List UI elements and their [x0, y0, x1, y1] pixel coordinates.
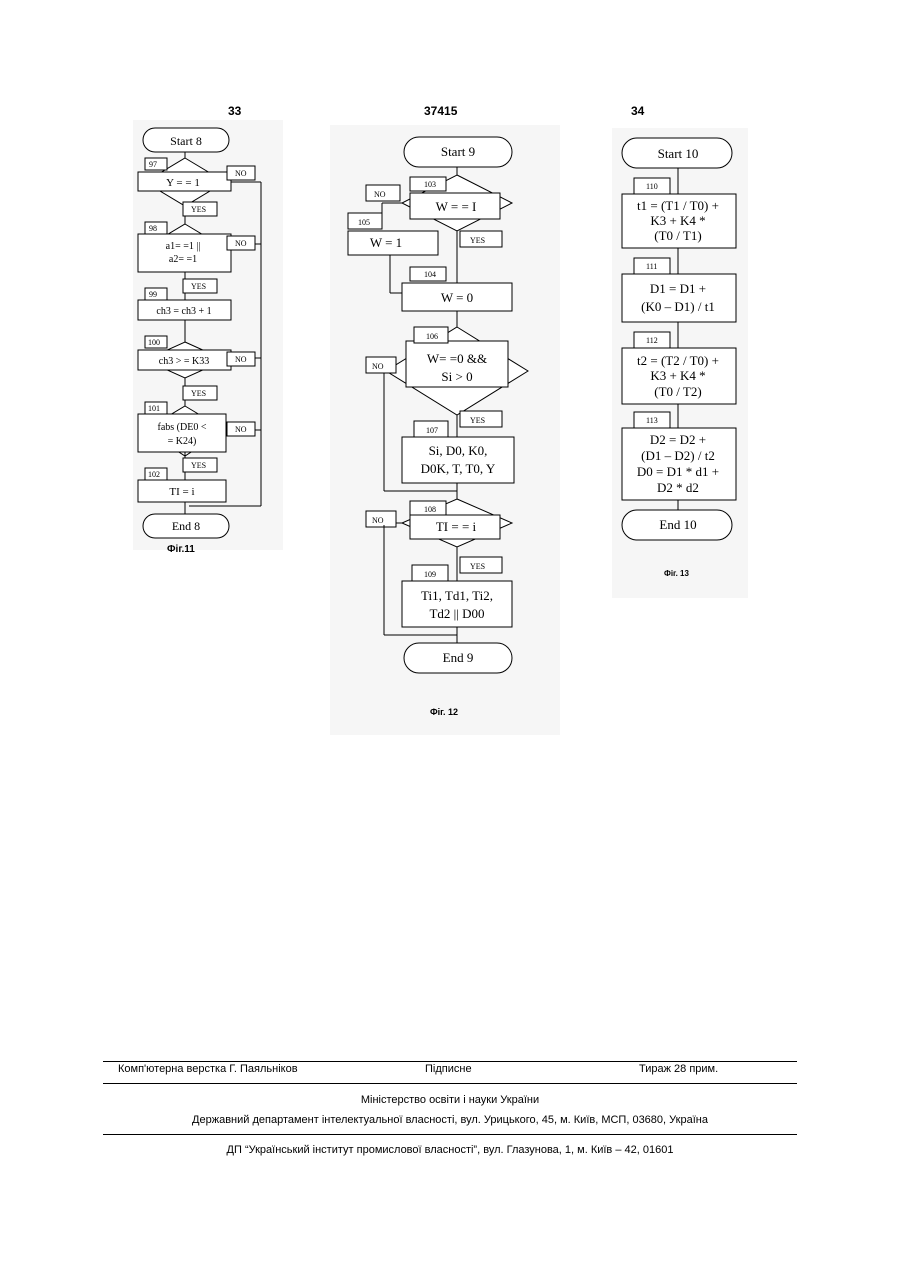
fig11-cond-97: Y = = 1 — [166, 177, 200, 189]
fig11-num-100: 100 — [148, 338, 160, 347]
fig12-cond-103: W = = I — [436, 199, 477, 214]
fig12-no-103: NO — [374, 190, 386, 199]
fig11-cond-98-line1: a1= =1 || — [166, 241, 201, 252]
fig12-cond-106-line1: W= =0 && — [427, 351, 487, 366]
fig11-caption: Фіг.11 — [167, 544, 195, 555]
fig13-start: Start 10 — [658, 146, 699, 161]
fig13-caption: Фіг. 13 — [664, 569, 689, 578]
fig11-end: End 8 — [172, 519, 200, 533]
fig12-no-108: NO — [372, 516, 384, 525]
fig13-proc-111-line1: D1 = D1 + — [650, 281, 706, 296]
fig11-cond-100: ch3 > = K33 — [159, 356, 209, 367]
fig12-proc-107-line1: Si, D0, K0, — [429, 443, 488, 458]
fig12-num-104: 104 — [424, 270, 436, 279]
fig12-proc-109-line2: Td2 || D00 — [429, 606, 484, 621]
fig12-end: End 9 — [443, 650, 474, 665]
footer-rule-top — [103, 1061, 797, 1062]
fig13-proc-110-line1: t1 = (T1 / T0) + — [637, 198, 719, 213]
fig11-yes-101: YES — [191, 461, 206, 470]
fig12-cond-108: TI = = i — [436, 519, 477, 534]
fig11-num-102: 102 — [148, 470, 160, 479]
fig11-num-99: 99 — [149, 290, 157, 299]
fig13-proc-112-line3: (T0 / T2) — [654, 384, 701, 399]
fig11-start: Start 8 — [170, 134, 202, 148]
fig13-proc-113-line2: (D1 – D2) / t2 — [641, 448, 715, 463]
fig11-yes-98: YES — [191, 282, 206, 291]
fig13-proc-112-line2: K3 + K4 * — [650, 368, 705, 383]
fig12-caption: Фіг. 12 — [430, 707, 458, 717]
fig13-proc-113-line3: D0 = D1 * d1 + — [637, 464, 719, 479]
figure-13: Start 10 110 t1 = (T1 / T0) + K3 + K4 * … — [612, 128, 748, 598]
fig12-yes-103: YES — [470, 236, 485, 245]
fig11-num-98: 98 — [149, 224, 157, 233]
fig13-proc-112-line1: t2 = (T2 / T0) + — [637, 353, 719, 368]
fig12-yes-108: YES — [470, 562, 485, 571]
footer-circulation: Тираж 28 прим. — [639, 1063, 718, 1075]
document-number: 37415 — [424, 104, 457, 118]
fig11-yes-100: YES — [191, 389, 206, 398]
fig11-no-97: NO — [235, 169, 247, 178]
footer-department: Державний департамент інтелектуальної вл… — [103, 1114, 797, 1126]
fig12-num-108: 108 — [424, 505, 436, 514]
page-number-left: 33 — [228, 104, 241, 118]
fig13-num-113: 113 — [646, 416, 658, 425]
fig13-proc-111-line2: (K0 – D1) / t1 — [641, 299, 715, 314]
fig12-no-106: NO — [372, 362, 384, 371]
fig11-num-97: 97 — [149, 160, 157, 169]
fig13-num-111: 111 — [646, 262, 657, 271]
fig12-num-106: 106 — [426, 332, 438, 341]
fig12-num-105: 105 — [358, 218, 370, 227]
fig13-proc-113-line4: D2 * d2 — [657, 480, 699, 495]
fig12-yes-106: YES — [470, 416, 485, 425]
fig12-num-107: 107 — [426, 426, 438, 435]
fig12-proc-109-line1: Ti1, Td1, Ti2, — [421, 588, 493, 603]
footer-rule-bottom — [103, 1134, 797, 1135]
figure-11: Start 8 97 Y = = 1 NO YES 98 a1= =1 || a… — [133, 120, 283, 560]
fig11-cond-98-line2: a2= =1 — [169, 254, 197, 265]
fig13-end: End 10 — [659, 517, 696, 532]
fig11-cond-101-line2: = K24) — [168, 436, 197, 447]
fig13-proc-110-line3: (T0 / T1) — [654, 228, 701, 243]
fig13-proc-110-line2: K3 + K4 * — [650, 213, 705, 228]
fig12-proc-105: W = 1 — [370, 235, 402, 250]
fig11-num-101: 101 — [148, 404, 160, 413]
fig12-num-103: 103 — [424, 180, 436, 189]
fig11-yes-97: YES — [191, 205, 206, 214]
footer-rule-middle — [103, 1083, 797, 1084]
footer-enterprise: ДП “Український інститут промислової вла… — [103, 1144, 797, 1156]
fig11-proc-102: TI = i — [169, 486, 194, 498]
footer-ministry: Міністерство освіти і науки України — [103, 1094, 797, 1106]
fig11-no-101: NO — [235, 425, 247, 434]
page-number-right: 34 — [631, 104, 644, 118]
fig12-proc-107-line2: D0K, T, T0, Y — [421, 461, 496, 476]
fig13-proc-113-line1: D2 = D2 + — [650, 432, 706, 447]
fig11-cond-101-line1: fabs (DE0 < — [158, 422, 207, 433]
fig11-no-98: NO — [235, 239, 247, 248]
fig11-no-100: NO — [235, 355, 247, 364]
fig13-num-112: 112 — [646, 336, 658, 345]
fig12-num-109: 109 — [424, 570, 436, 579]
fig12-proc-104: W = 0 — [441, 290, 473, 305]
fig12-start: Start 9 — [441, 144, 475, 159]
figure-12: Start 9 103 W = = I NO 105 W = 1 YES 104… — [330, 125, 560, 735]
fig13-num-110: 110 — [646, 182, 658, 191]
fig11-proc-99: ch3 = ch3 + 1 — [156, 306, 211, 317]
footer-signed: Підписне — [425, 1063, 472, 1075]
footer-typesetter: Комп'ютерна верстка Г. Паяльніков — [118, 1063, 298, 1075]
fig12-cond-106-line2: Si > 0 — [441, 369, 472, 384]
